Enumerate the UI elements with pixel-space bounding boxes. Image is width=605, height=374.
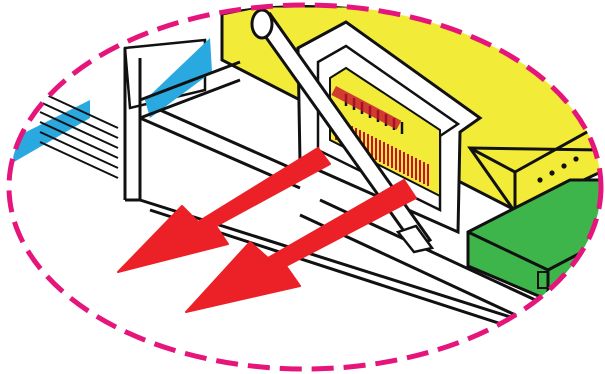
vent-dot [537, 177, 542, 182]
vent-dot [549, 170, 554, 175]
vent-dot [573, 156, 578, 161]
vent-dot [561, 163, 566, 168]
